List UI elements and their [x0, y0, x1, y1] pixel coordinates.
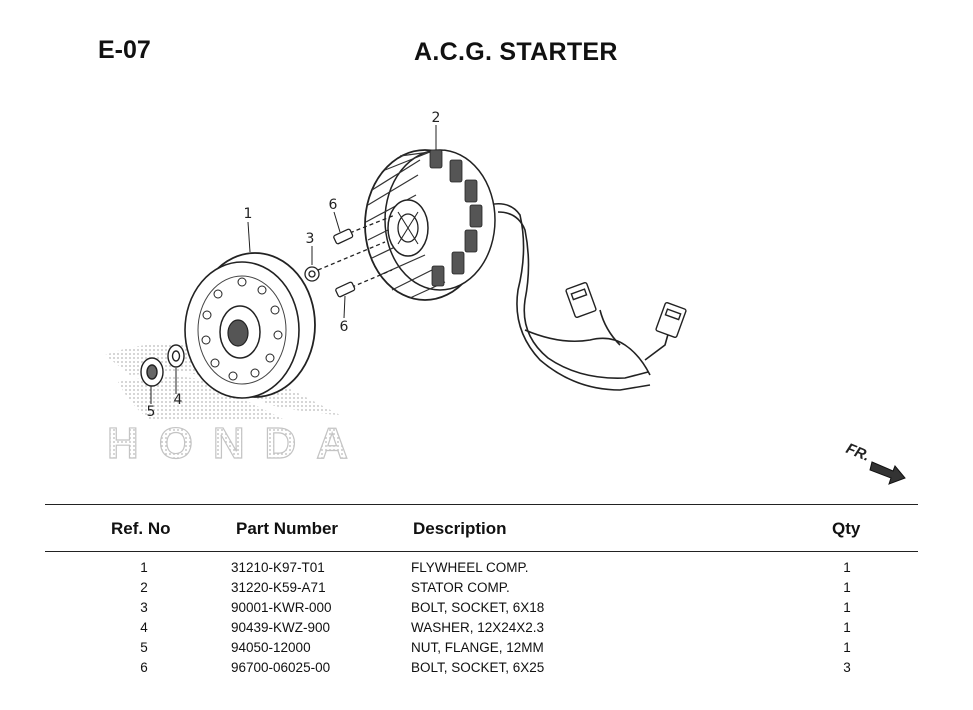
- ref-cell: 4: [140, 620, 148, 635]
- washer: [167, 344, 185, 368]
- socket-bolt-upper: [333, 214, 396, 245]
- description-cell: BOLT, SOCKET, 6X18: [411, 600, 545, 615]
- part-number-cell: 90439-KWZ-900: [231, 620, 331, 635]
- description-cell: STATOR COMP.: [411, 580, 510, 595]
- qty-cell: 1: [843, 560, 851, 575]
- callout-6-lower: 6: [340, 319, 349, 335]
- header-description: Description: [413, 519, 507, 538]
- callout-6-upper: 6: [329, 197, 338, 213]
- ref-cell: 5: [140, 640, 148, 655]
- description-cell: NUT, FLANGE, 12MM: [411, 640, 544, 655]
- flange-nut: [140, 357, 164, 387]
- exploded-parts-diagram: HONDA: [105, 110, 906, 485]
- qty-cell: 1: [843, 640, 851, 655]
- qty-cell: 3: [843, 660, 851, 675]
- callout-1: 1: [244, 206, 253, 222]
- connector-plug-a: [565, 282, 597, 318]
- description-cell: WASHER, 12X24X2.3: [411, 620, 545, 635]
- parts-table: 1 31210-K97-T01 FLYWHEEL COMP. 1 2 31220…: [0, 558, 973, 678]
- part-number-cell: 90001-KWR-000: [231, 600, 332, 615]
- qty-cell: 1: [843, 580, 851, 595]
- honda-watermark-text: HONDA: [107, 419, 352, 468]
- callout-leader-lines: [150, 125, 437, 404]
- ref-cell: 3: [140, 600, 148, 615]
- callout-4: 4: [174, 392, 183, 408]
- table-row: 1 31210-K97-T01 FLYWHEEL COMP. 1: [0, 558, 973, 578]
- connector-plug-b: [655, 302, 687, 338]
- header-part-number: Part Number: [236, 519, 339, 538]
- table-row: 4 90439-KWZ-900 WASHER, 12X24X2.3 1: [0, 618, 973, 638]
- description-cell: FLYWHEEL COMP.: [411, 560, 529, 575]
- socket-bolt-lower: [335, 269, 393, 298]
- flange-bolt: [304, 241, 386, 282]
- callout-5: 5: [147, 404, 156, 420]
- ref-cell: 6: [140, 660, 148, 675]
- table-row: 5 94050-12000 NUT, FLANGE, 12MM 1: [0, 638, 973, 658]
- flywheel-comp: [184, 252, 316, 399]
- ref-cell: 1: [140, 560, 148, 575]
- part-number-cell: 31220-K59-A71: [231, 580, 326, 595]
- page-code: E-07: [98, 36, 151, 64]
- table-top-rule: [45, 504, 918, 505]
- page-title: A.C.G. STARTER: [414, 38, 618, 66]
- table-row: 3 90001-KWR-000 BOLT, SOCKET, 6X18 1: [0, 598, 973, 618]
- qty-cell: 1: [843, 600, 851, 615]
- direction-label: FR.: [843, 440, 872, 465]
- callout-2: 2: [432, 110, 441, 126]
- stator-comp: [364, 149, 496, 301]
- front-direction-arrow: FR.: [843, 440, 906, 485]
- part-number-cell: 96700-06025-00: [231, 660, 331, 675]
- table-row: 2 31220-K59-A71 STATOR COMP. 1: [0, 578, 973, 598]
- table-header-rule: [45, 551, 918, 552]
- part-number-cell: 94050-12000: [231, 640, 311, 655]
- ref-cell: 2: [140, 580, 148, 595]
- qty-cell: 1: [843, 620, 851, 635]
- table-row: 6 96700-06025-00 BOLT, SOCKET, 6X25 3: [0, 658, 973, 678]
- callout-3: 3: [306, 231, 315, 247]
- header-qty: Qty: [832, 519, 861, 538]
- description-cell: BOLT, SOCKET, 6X25: [411, 660, 545, 675]
- header-ref-no: Ref. No: [111, 519, 171, 538]
- part-number-cell: 31210-K97-T01: [231, 560, 325, 575]
